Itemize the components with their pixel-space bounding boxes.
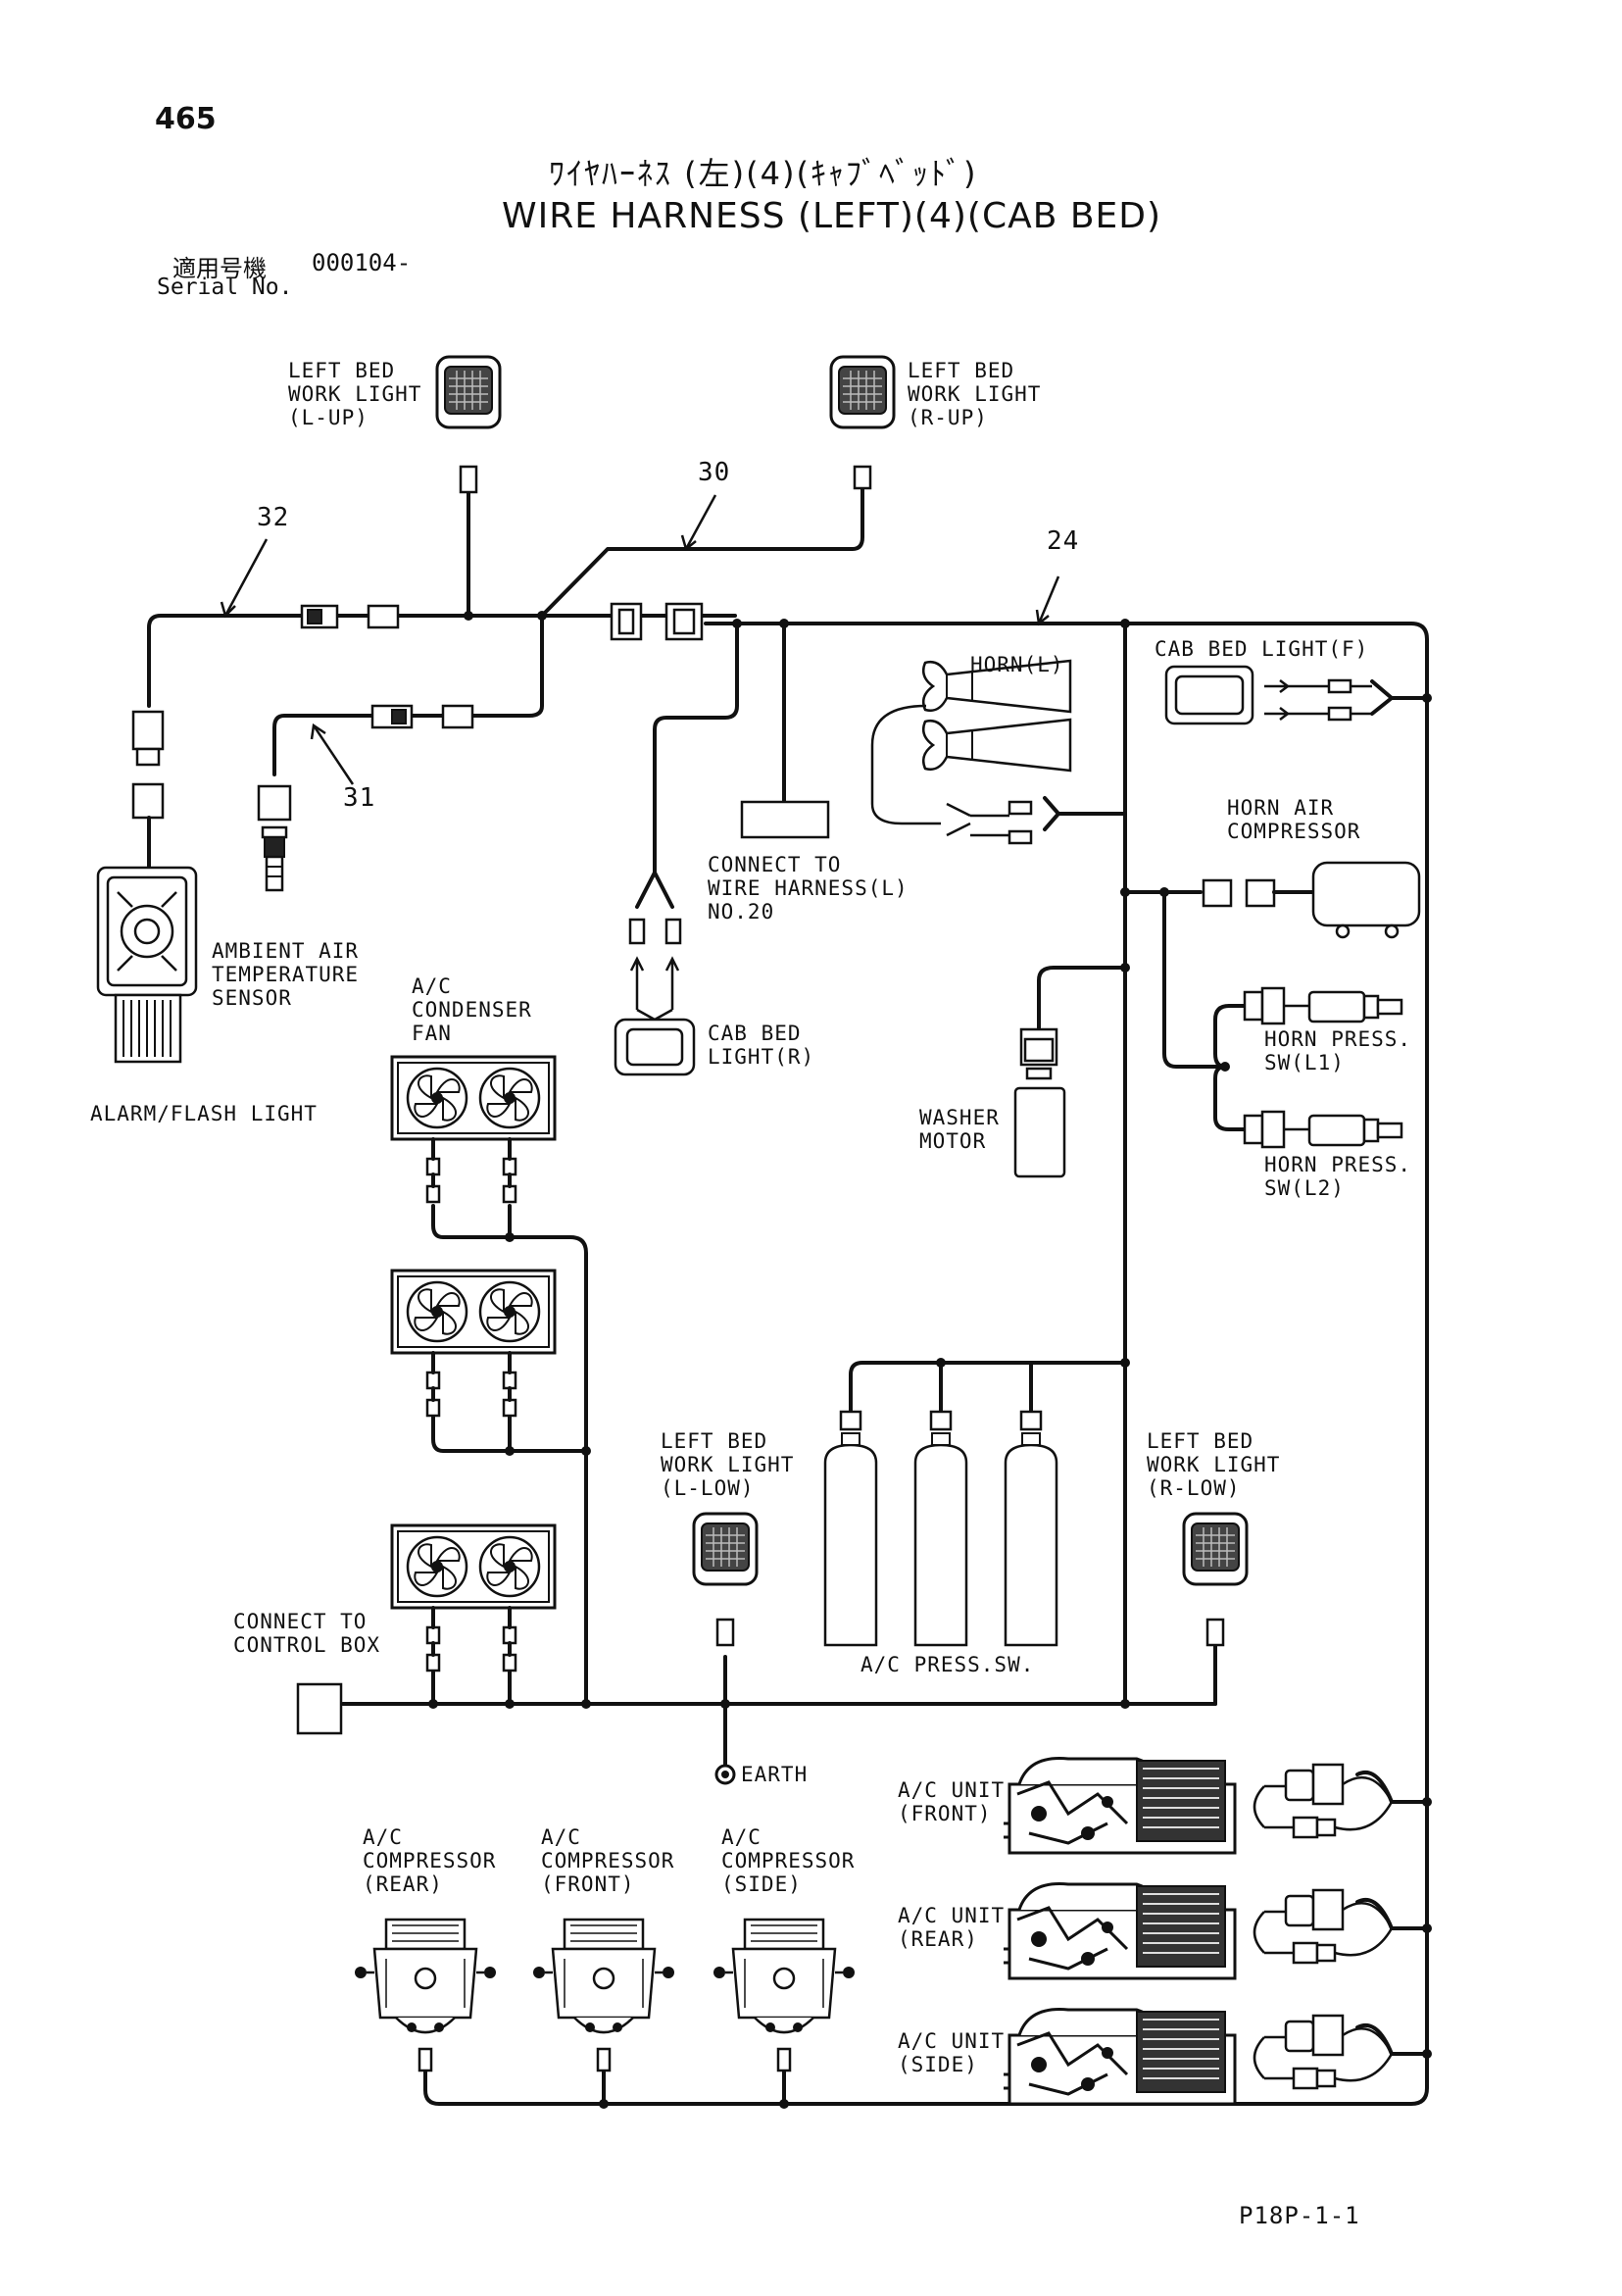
label-work-light-rlow: LEFT BED WORK LIGHT (R-LOW)	[1147, 1429, 1281, 1500]
ac-press-switch-1	[823, 1410, 878, 1647]
serial-label-en: Serial No.	[157, 275, 293, 300]
label-ambient-sensor: AMBIENT AIR TEMPERATURE SENSOR	[212, 939, 360, 1010]
ac-unit-rear	[1002, 1882, 1237, 1980]
label-horn-press-sw-l1: HORN PRESS. SW(L1)	[1264, 1027, 1412, 1074]
condenser-fan-connectors	[425, 1137, 517, 1672]
alarm-flash-light	[96, 710, 198, 1064]
callout-31: 31	[343, 783, 376, 813]
ambient-sensor	[257, 784, 292, 892]
earth-symbol	[714, 1764, 736, 1785]
label-horn-air-compressor: HORN AIR COMPRESSOR	[1227, 796, 1361, 843]
label-work-light-rup: LEFT BED WORK LIGHT (R-UP)	[908, 359, 1042, 429]
top-bus-connectors	[300, 465, 872, 729]
junction-dots	[428, 611, 1432, 2109]
ac-compressor-side	[712, 1918, 857, 2034]
ac-press-switch-3	[1004, 1410, 1058, 1647]
label-connect-control-box: CONNECT TO CONTROL BOX	[233, 1610, 381, 1657]
title-english: WIRE HARNESS (LEFT)(4)(CAB BED)	[502, 196, 1162, 236]
label-cab-bed-light-r: CAB BED LIGHT(R)	[708, 1022, 815, 1069]
label-ac-compressor-front: A/C COMPRESSOR (FRONT)	[541, 1825, 675, 1896]
label-horn-press-sw-l2: HORN PRESS. SW(L2)	[1264, 1153, 1412, 1200]
label-ac-unit-rear: A/C UNIT (REAR)	[898, 1904, 1006, 1951]
callout-leaders	[220, 494, 1060, 785]
horn-press-switches	[1243, 986, 1403, 1149]
ac-compressor-front	[531, 1918, 676, 2034]
work-light-rlow-icon	[1182, 1512, 1249, 1586]
work-light-rup-icon	[829, 355, 896, 429]
work-light-lup-icon	[435, 355, 502, 429]
cab-bed-light-f	[1164, 665, 1372, 725]
callout-30: 30	[698, 458, 731, 487]
horn-air-compressor	[1202, 861, 1421, 939]
condenser-fan-unit-3	[392, 1525, 555, 1608]
label-horn-l: HORN(L)	[970, 653, 1064, 676]
label-condenser-fan: A/C CONDENSER FAN	[412, 974, 532, 1045]
washer-motor	[1013, 1027, 1066, 1178]
label-ac-compressor-side: A/C COMPRESSOR (SIDE)	[721, 1825, 856, 1896]
title-japanese: ﾜｲﾔﾊｰﾈｽ (左)(4)(ｷｬﾌﾞﾍﾞｯﾄﾞ)	[549, 155, 978, 192]
page-number: 465	[155, 102, 217, 136]
label-ac-unit-front: A/C UNIT (FRONT)	[898, 1778, 1006, 1825]
compressor-connectors	[418, 2047, 792, 2072]
label-washer-motor: WASHER MOTOR	[919, 1106, 1000, 1153]
serial-number: 000104-	[312, 249, 412, 276]
label-work-light-llow: LEFT BED WORK LIGHT (L-LOW)	[661, 1429, 795, 1500]
cab-bed-light-r	[614, 871, 696, 1076]
label-ac-unit-side: A/C UNIT (SIDE)	[898, 2029, 1006, 2076]
work-light-llow-icon	[692, 1512, 759, 1586]
control-box	[296, 1682, 343, 1735]
ac-unit-connectors	[1253, 1763, 1394, 2090]
label-work-light-lup: LEFT BED WORK LIGHT (L-UP)	[288, 359, 422, 429]
ac-unit-front	[1002, 1757, 1237, 1855]
callout-32: 32	[257, 503, 290, 532]
label-earth: EARTH	[741, 1763, 809, 1786]
label-alarm-flash-light: ALARM/FLASH LIGHT	[90, 1102, 318, 1125]
ac-press-switch-2	[913, 1410, 968, 1647]
label-ac-compressor-rear: A/C COMPRESSOR (REAR)	[363, 1825, 497, 1896]
wire-harness-connector-box	[740, 800, 830, 839]
condenser-fan-unit-2	[392, 1271, 555, 1353]
label-cab-bed-light-f: CAB BED LIGHT(F)	[1155, 637, 1369, 661]
label-connect-wire-harness: CONNECT TO WIRE HARNESS(L) NO.20	[708, 853, 909, 923]
horn-l	[870, 659, 1072, 845]
footer-code: P18P-1-1	[1239, 2202, 1360, 2229]
label-ac-press-sw: A/C PRESS.SW.	[860, 1653, 1035, 1676]
serial-label-jp: 適用号機	[172, 255, 267, 282]
ac-compressor-rear	[353, 1918, 498, 2034]
callout-24: 24	[1047, 526, 1080, 556]
condenser-fan-unit-1	[392, 1057, 555, 1139]
ac-unit-side	[1002, 2008, 1237, 2106]
